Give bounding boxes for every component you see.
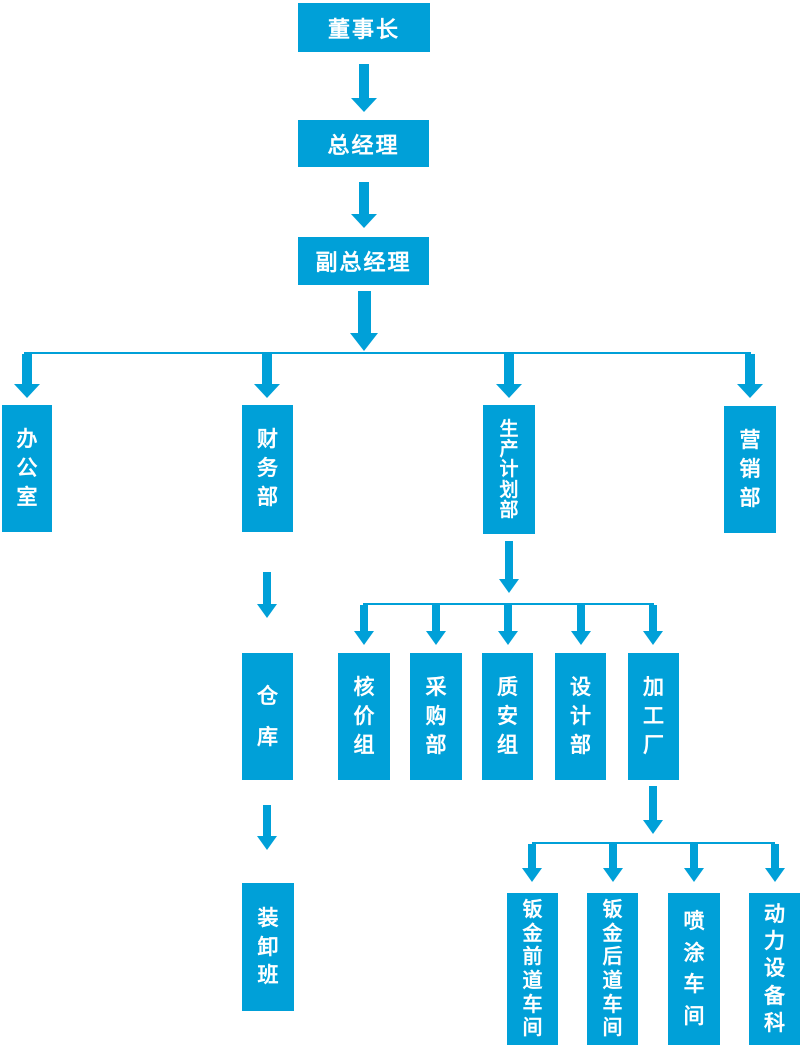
arrow-stem <box>262 354 272 384</box>
node-general-manager: 总经理 <box>298 120 429 167</box>
arrow-head <box>603 868 623 882</box>
arrow-head <box>498 631 518 645</box>
node-finance-dept: 财务部 <box>242 405 293 532</box>
arrow-chairman-to-general-manager <box>351 64 377 112</box>
node-warehouse: 仓库 <box>242 653 293 780</box>
arrow-stem <box>504 605 512 631</box>
arrow-to-sheet-metal-rear-workshop <box>603 844 623 882</box>
arrow-head <box>257 604 277 618</box>
connector-line-factory-children <box>532 842 775 844</box>
node-spraying-workshop: 喷涂车间 <box>668 893 720 1045</box>
arrow-head <box>351 214 377 228</box>
node-power-equipment-section-label: 动力设备科 <box>764 901 785 1035</box>
arrow-head <box>14 384 40 398</box>
arrow-deputy-to-departments <box>350 291 378 351</box>
arrow-to-spraying-workshop <box>684 844 704 882</box>
arrow-to-quality-safety-group <box>498 605 518 645</box>
node-quality-safety-group: 质安组 <box>482 653 533 780</box>
node-sheet-metal-rear-workshop: 钣金后道车间 <box>587 893 638 1045</box>
connector-line-departments <box>24 352 751 354</box>
arrow-head <box>426 631 446 645</box>
arrow-head <box>571 631 591 645</box>
node-design-dept-label: 设计部 <box>570 675 591 757</box>
node-marketing-dept-label: 营销部 <box>739 428 761 510</box>
arrow-to-sheet-metal-front-workshop <box>522 844 542 882</box>
node-production-planning-dept: 生产计划部 <box>483 405 535 534</box>
arrow-head <box>643 631 663 645</box>
arrow-to-processing-factory <box>643 605 663 645</box>
node-loading-unloading-team: 装卸班 <box>242 883 294 1011</box>
node-sheet-metal-rear-workshop-label: 钣金后道车间 <box>602 897 623 1040</box>
arrow-to-marketing-dept <box>737 354 763 398</box>
node-design-dept: 设计部 <box>555 653 606 780</box>
node-finance-dept-label: 财务部 <box>257 427 278 509</box>
arrow-stem <box>504 354 514 384</box>
arrow-stem <box>359 182 369 214</box>
arrow-head <box>737 384 763 398</box>
arrow-stem <box>771 844 779 868</box>
arrow-stem <box>357 291 371 333</box>
arrow-head <box>254 384 280 398</box>
node-general-manager-label: 总经理 <box>327 133 400 159</box>
arrow-production-to-groups <box>499 541 519 593</box>
arrow-to-office <box>14 354 40 398</box>
arrow-stem <box>22 354 32 384</box>
arrow-stem <box>577 605 585 631</box>
node-purchasing-dept: 采购部 <box>410 653 462 780</box>
arrow-head <box>643 820 663 834</box>
arrow-to-power-equipment-section <box>765 844 785 882</box>
node-chairman-label: 董事长 <box>327 17 400 43</box>
node-spraying-workshop-label: 喷涂车间 <box>683 909 705 1028</box>
arrow-to-finance-dept <box>254 354 280 398</box>
arrow-stem <box>649 605 657 631</box>
arrow-head <box>350 333 378 351</box>
arrow-head <box>499 579 519 593</box>
arrow-to-production-planning-dept <box>496 354 522 398</box>
arrow-head <box>351 98 377 112</box>
arrow-stem <box>360 605 368 631</box>
arrow-head <box>522 868 542 882</box>
node-purchasing-dept-label: 采购部 <box>425 675 447 757</box>
arrow-stem <box>263 572 271 604</box>
arrow-head <box>257 836 277 850</box>
node-quality-safety-group-label: 质安组 <box>497 675 518 757</box>
arrow-stem <box>745 354 755 384</box>
node-loading-unloading-team-label: 装卸班 <box>257 905 279 988</box>
arrow-head <box>684 868 704 882</box>
node-warehouse-label: 仓库 <box>257 683 278 749</box>
arrow-head <box>496 384 522 398</box>
arrow-stem <box>528 844 536 868</box>
connector-line-production-children <box>363 603 654 605</box>
node-chairman: 董事长 <box>298 3 430 52</box>
arrow-finance-to-warehouse <box>257 572 277 618</box>
node-sheet-metal-front-workshop: 钣金前道车间 <box>507 893 558 1045</box>
node-pricing-group: 核价组 <box>338 653 390 780</box>
node-processing-factory: 加工厂 <box>628 653 679 780</box>
node-marketing-dept: 营销部 <box>724 406 776 533</box>
node-office: 办公室 <box>2 405 52 532</box>
node-power-equipment-section: 动力设备科 <box>749 893 800 1045</box>
arrow-stem <box>690 844 698 868</box>
arrow-to-design-dept <box>571 605 591 645</box>
node-deputy-general-manager: 副总经理 <box>298 237 429 285</box>
arrow-to-pricing-group <box>354 605 374 645</box>
arrow-stem <box>505 541 513 579</box>
node-deputy-general-manager-label: 副总经理 <box>315 251 412 276</box>
node-office-label: 办公室 <box>16 427 38 509</box>
arrow-stem <box>649 786 657 820</box>
arrow-factory-to-workshops <box>643 786 663 834</box>
arrow-stem <box>359 64 369 98</box>
node-processing-factory-label: 加工厂 <box>643 675 664 757</box>
arrow-stem <box>609 844 617 868</box>
arrow-head <box>354 631 374 645</box>
arrow-stem <box>432 605 440 631</box>
node-production-planning-dept-label: 生产计划部 <box>499 418 519 521</box>
node-pricing-group-label: 核价组 <box>353 675 375 757</box>
node-sheet-metal-front-workshop-label: 钣金前道车间 <box>522 897 543 1040</box>
arrow-head <box>765 868 785 882</box>
arrow-to-purchasing-dept <box>426 605 446 645</box>
arrow-stem <box>263 805 271 836</box>
arrow-warehouse-to-loading-team <box>257 805 277 850</box>
arrow-general-manager-to-deputy <box>351 182 377 228</box>
